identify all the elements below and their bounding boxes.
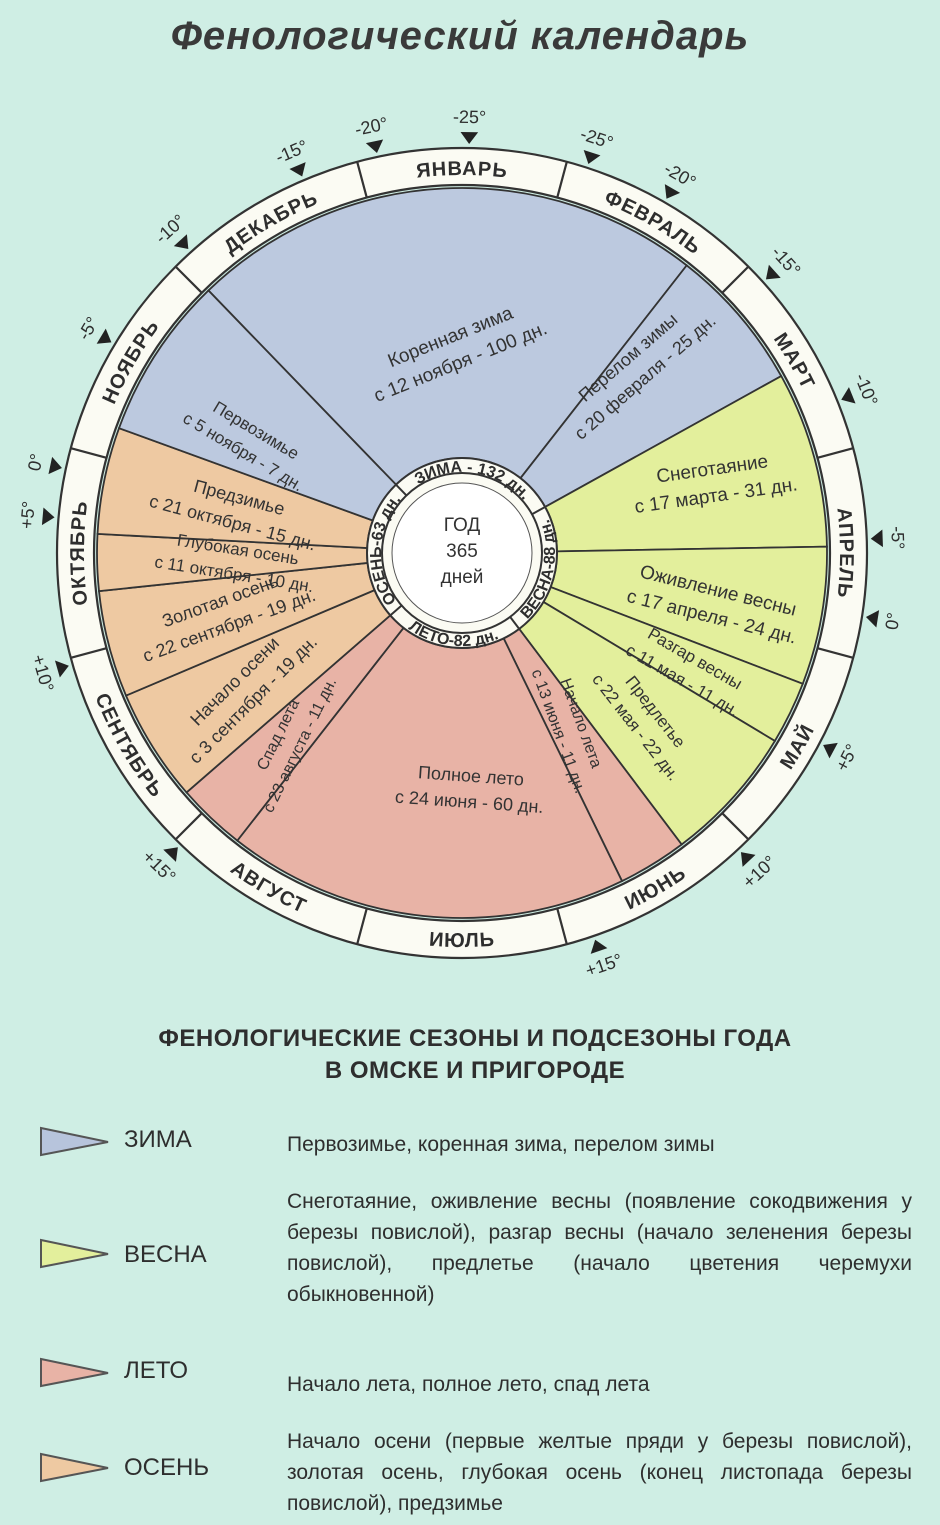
legend-title-line-1: ФЕНОЛОГИЧЕСКИЕ СЕЗОНЫ И ПОДСЕЗОНЫ ГОДА (158, 1025, 792, 1052)
temperature-label: -25° (578, 124, 616, 153)
temperature-label: +15° (583, 950, 625, 981)
subseason-wedges (96, 187, 828, 919)
month-divider (356, 161, 368, 198)
temperature-tick (460, 132, 479, 145)
legend-label-autumn: ОСЕНЬ (124, 1454, 210, 1481)
page-title: Фенологический календарь (170, 14, 750, 58)
legend-text-spring: Снеготаяние, оживление весны (появление … (287, 1190, 912, 1306)
legend-label-summer: ЛЕТО (124, 1357, 189, 1384)
temperature-tick (583, 149, 601, 165)
spring-swatch-shape (40, 1238, 109, 1269)
phenological-wheel: ЯНВАРЬФЕВРАЛЬМАРТАПРЕЛЬМАЙИЮНЬИЮЛЬАВГУСТ… (16, 107, 908, 981)
temperature-tick (664, 184, 681, 199)
month-divider (356, 908, 368, 945)
temperature-tick (365, 139, 384, 153)
temperature-tick (173, 234, 189, 250)
legend-label-spring: ВЕСНА (124, 1241, 207, 1268)
temperature-label: -5° (887, 526, 908, 550)
month-divider (556, 161, 568, 198)
month-divider (174, 265, 203, 294)
temperature-tick (41, 507, 55, 526)
temperature-tick (590, 939, 608, 954)
month-divider (70, 647, 107, 659)
summer-swatch-shape (40, 1357, 109, 1388)
month-divider (721, 265, 750, 294)
center-text-line: 365 (446, 541, 478, 562)
temperature-label: -20° (353, 113, 390, 139)
center-text-line: ГОД (444, 515, 481, 536)
autumn-swatch-icon (40, 1452, 109, 1483)
winter-swatch-icon (40, 1126, 109, 1157)
month-ring-outer (55, 146, 869, 960)
season-divider (509, 616, 520, 630)
legend-title-line-2: В ОМСКЕ И ПРИГОРОДЕ (324, 1057, 626, 1084)
temperature-label: 0° (24, 452, 47, 473)
month-ring-inner (92, 183, 832, 923)
season-divider (389, 604, 403, 617)
temperature-tick (289, 162, 306, 177)
temperature-tick (870, 529, 883, 548)
month-divider (817, 447, 854, 459)
temperature-label: -25° (453, 107, 487, 128)
temperature-tick (54, 660, 69, 678)
month-label: ОКТЯБРЬ (67, 499, 92, 606)
temperature-tick (765, 264, 781, 280)
month-label: ИЮЛЬ (428, 929, 495, 952)
year-center: ГОД 365 дней (391, 482, 533, 624)
temperature-tick (48, 456, 62, 475)
legend-text-autumn: Начало осени (первые желтые пряди у бере… (287, 1430, 912, 1515)
month-ring-band (57, 148, 867, 958)
temperature-tick (740, 852, 756, 867)
month-divider (174, 812, 203, 841)
temperature-label: +5° (832, 741, 863, 775)
legend-text-summer: Начало лета, полное лето, спад лета (287, 1373, 650, 1396)
temperature-tick (865, 610, 880, 628)
season-divider (531, 506, 546, 516)
season-divider (395, 483, 408, 497)
month-divider (70, 447, 107, 459)
month-divider (721, 812, 750, 841)
legend-text-winter: Первозимье, коренная зима, перелом зимы (287, 1133, 715, 1156)
temperature-tick (823, 742, 838, 759)
temperature-label: -10° (851, 371, 882, 409)
temperature-tick (163, 847, 178, 862)
center-disc (391, 482, 533, 624)
temperature-label: +10° (28, 652, 58, 694)
center-text-line: дней (441, 567, 484, 588)
summer-swatch-icon (40, 1357, 109, 1388)
winter-swatch-shape (40, 1126, 109, 1157)
autumn-swatch-shape (40, 1452, 109, 1483)
temperature-tick (96, 328, 112, 344)
temperature-label: 0° (881, 611, 903, 631)
temperature-tick (841, 387, 856, 404)
spring-swatch-icon (40, 1238, 109, 1269)
month-divider (556, 908, 568, 945)
legend-label-winter: ЗИМА (124, 1126, 192, 1153)
temperature-label: -5° (74, 313, 103, 343)
month-divider (817, 647, 854, 659)
legend-title: ФЕНОЛОГИЧЕСКИЕ СЕЗОНЫ И ПОДСЕЗОНЫ ГОДА В… (100, 1023, 850, 1087)
temperature-label: +5° (16, 500, 38, 529)
